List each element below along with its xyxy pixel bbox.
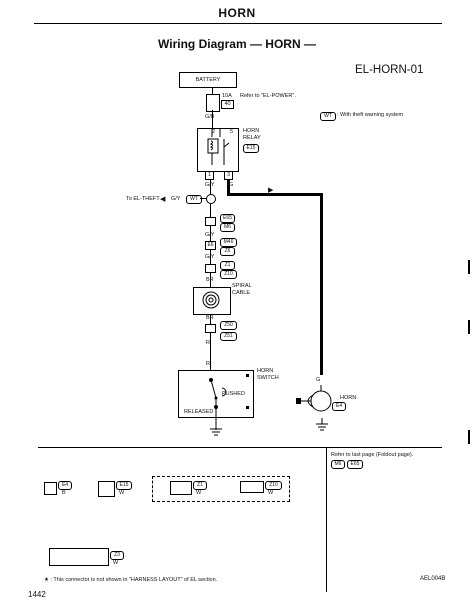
theft-wire-label: G/Y <box>171 196 181 202</box>
splice-icon <box>206 194 216 204</box>
legend-tag: WT <box>320 112 336 121</box>
horn-connector: E4 <box>332 402 346 411</box>
foldout-ref-1: M6 <box>331 460 345 469</box>
z-connector-group <box>152 476 290 502</box>
conn-z50-pin <box>205 324 216 333</box>
relay-connector: E15 <box>243 144 259 153</box>
horn-icon <box>296 385 332 412</box>
switch-icon <box>209 374 249 430</box>
switch-label-1: HORN <box>257 368 274 374</box>
relay-pin-1: 1 <box>205 171 214 180</box>
wire-gb-label: G/B <box>205 114 215 120</box>
horn-label: HORN <box>340 395 357 401</box>
conn-e65-pin <box>205 217 216 226</box>
section-divider-vertical <box>326 447 327 592</box>
legend-text: : With theft warning system <box>337 112 404 118</box>
wire-g-vertical-1 <box>227 179 230 195</box>
e4-color: B <box>62 490 66 496</box>
binder-mark-3 <box>468 430 470 444</box>
page-number: 1442 <box>28 590 46 599</box>
relay-pin-2: 2 <box>212 129 216 135</box>
wire-gy-label-3: G/Y <box>205 254 215 260</box>
conn-e65: E65 <box>220 214 235 223</box>
conn-m46: M46 <box>220 238 237 247</box>
theft-tag: WT <box>186 195 202 204</box>
battery-label: BATTERY <box>195 77 221 83</box>
conn-z1-pin <box>205 264 216 273</box>
relay-coil-icon <box>207 129 230 165</box>
wire-br-label: BR <box>206 277 214 283</box>
section-divider <box>38 447 442 448</box>
footnote: ★ : This connector is not shown in "HARN… <box>44 577 218 583</box>
header-rule <box>34 23 442 24</box>
conn-m6: M6 <box>220 223 235 232</box>
z3-color: W <box>113 560 119 566</box>
e4-face <box>44 482 57 495</box>
conn-z1: Z1 <box>220 261 235 270</box>
horn-ground-icon <box>316 418 328 431</box>
fuse-amp: 10A <box>222 93 232 99</box>
wire-br-label-2: BR <box>206 315 214 321</box>
spiral-label-1: SPIRAL <box>232 283 252 289</box>
spiral-label-2: CABLE <box>232 290 251 296</box>
foldout-reference: Refer to last page (Foldout page). <box>331 452 414 458</box>
wire-theft-branch <box>200 198 210 199</box>
ground-icon <box>210 428 222 436</box>
wire-r-label: R <box>206 340 210 346</box>
fuse-box <box>206 94 220 112</box>
binder-mark-2 <box>468 320 470 334</box>
conn-z51: Z51 <box>220 332 237 341</box>
switch-label-2: SWITCH <box>257 375 279 381</box>
z10-color: W <box>268 490 274 496</box>
diagram-title: Wiring Diagram — HORN — <box>158 37 316 51</box>
z3-tag: Z3 <box>110 551 124 560</box>
foldout-ref-2: E65 <box>347 460 363 469</box>
wire-gy-label: G/Y <box>205 182 214 188</box>
wire-fuse-relay <box>212 110 213 130</box>
relay-label-2: RELAY <box>243 135 261 141</box>
conn-e6-pin: E6 <box>205 241 216 250</box>
drawing-number: AEL004B <box>420 576 446 582</box>
wire-gy-main <box>210 179 211 379</box>
e4-tag: E4 <box>58 481 72 490</box>
z1-color: W <box>196 490 202 496</box>
conn-z50: Z50 <box>220 321 237 330</box>
relay-label-1: HORN <box>243 128 260 134</box>
wire-g2-label: G <box>316 377 321 383</box>
released-label: RELEASED <box>184 409 214 415</box>
wire-g-label: G <box>229 182 234 188</box>
z1-tag: Z1 <box>193 481 207 490</box>
e15-color: W <box>119 490 125 496</box>
z1-face <box>170 481 192 495</box>
wire-gy-label-2: G/Y <box>205 232 215 238</box>
theft-arrow-icon: ◀ <box>160 196 166 203</box>
z3-face <box>49 548 109 566</box>
diagram-code: EL-HORN-01 <box>355 64 424 76</box>
direction-arrow-icon: ▶ <box>268 187 274 194</box>
relay-pin-5: 5 <box>230 129 234 135</box>
z10-tag: Z10 <box>265 481 282 490</box>
z10-face <box>240 481 264 493</box>
power-reference: Refer to "EL-POWER". <box>240 93 296 99</box>
fuse-number: 40 <box>221 100 234 109</box>
conn-z6: Z6 <box>220 247 235 256</box>
binder-mark-1 <box>468 260 470 274</box>
wire-g-horizontal <box>227 193 323 196</box>
spiral-icon <box>202 291 220 309</box>
e15-tag: E15 <box>116 481 132 490</box>
pushed-label: PUSHED <box>222 391 245 397</box>
battery-box: BATTERY <box>179 72 237 88</box>
conn-z10: Z10 <box>220 270 237 279</box>
theft-reference: To EL-THEFT <box>126 196 160 202</box>
e15-face <box>98 481 115 497</box>
section-header: HORN <box>218 6 256 20</box>
wire-r-label-2: R <box>206 361 210 367</box>
wire-battery-fuse <box>212 87 213 95</box>
wire-g-vertical-2 <box>320 193 323 375</box>
